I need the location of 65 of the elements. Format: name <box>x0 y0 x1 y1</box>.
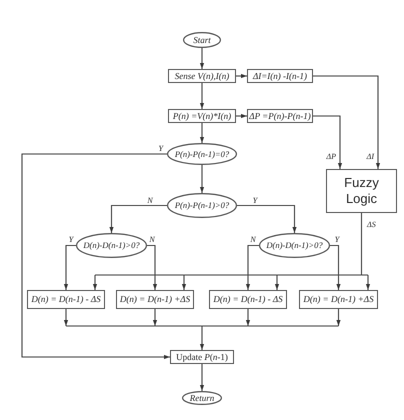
step-text: P(n)-P(n-1)=0? <box>174 150 230 158</box>
arrow <box>336 309 341 326</box>
step-text: P(n) =V(n)*I(n) <box>172 112 232 120</box>
arrow <box>313 75 380 169</box>
step-text: D(n) = D(n-1) - ΔS <box>213 295 283 304</box>
edge-label: N <box>249 236 257 244</box>
step-text: D(n)-D(n-1)>0? <box>266 241 323 250</box>
edge-label: N <box>148 236 156 244</box>
arrow <box>21 153 170 360</box>
arrow <box>236 74 247 78</box>
step-text: Fuzzy Logic <box>343 175 380 207</box>
arrow <box>65 325 340 351</box>
decision-oval <box>76 233 147 258</box>
arrow <box>246 309 250 326</box>
arrow <box>200 83 204 109</box>
step-text: P(n)-P(n-1)>0? <box>174 201 230 210</box>
process-box <box>209 290 287 309</box>
edge-label: Y <box>252 197 258 205</box>
edge-label: Y <box>158 145 164 153</box>
decision-oval <box>259 233 330 258</box>
step-text: Return <box>190 394 214 402</box>
arrow <box>274 275 280 290</box>
process-box <box>326 169 397 213</box>
decision-oval <box>167 193 237 218</box>
step-text: Start <box>193 36 211 44</box>
step-text: D(n) = D(n-1) +ΔS <box>303 295 374 304</box>
process-box <box>168 69 236 83</box>
arrow <box>237 204 297 233</box>
process-box <box>116 290 194 309</box>
decision-oval <box>167 143 237 165</box>
arrow <box>64 309 68 326</box>
arrow <box>109 204 167 233</box>
arrow <box>200 364 204 391</box>
terminal-oval <box>182 391 222 405</box>
arrow <box>330 244 341 290</box>
arrow <box>152 309 158 326</box>
edge-label: ΔP <box>325 153 337 161</box>
terminal-oval <box>183 32 221 48</box>
process-box <box>299 290 378 309</box>
step-text: D(n) = D(n-1) +ΔS <box>120 295 190 304</box>
step-text: Sense V(n),I(n) <box>174 72 230 80</box>
process-box <box>168 109 236 123</box>
step-text: Update P(n-1) <box>176 352 228 362</box>
step-text: ΔI=I(n) -I(n-1) <box>252 72 308 80</box>
process-box <box>247 109 313 123</box>
step-text: ΔP =P(n)-P(n-1) <box>249 112 311 120</box>
arrow <box>64 244 76 290</box>
arrow <box>182 275 186 290</box>
arrow <box>200 123 204 143</box>
arrow <box>236 114 247 118</box>
step-text: D(n)-D(n-1)>0? <box>83 241 140 250</box>
arrow <box>200 165 204 193</box>
edge-label: Y <box>334 236 340 244</box>
edge-label: N <box>146 197 154 205</box>
arrow <box>147 244 158 290</box>
process-box <box>27 290 105 309</box>
edge-label: Y <box>68 236 74 244</box>
process-box <box>170 350 234 364</box>
arrow <box>200 48 204 69</box>
arrow <box>313 115 342 169</box>
arrow <box>366 275 370 290</box>
edge-label: ΔI <box>366 153 375 161</box>
process-box <box>247 69 313 83</box>
step-text: D(n) = D(n-1) - ΔS <box>31 295 101 304</box>
arrow <box>246 244 259 290</box>
